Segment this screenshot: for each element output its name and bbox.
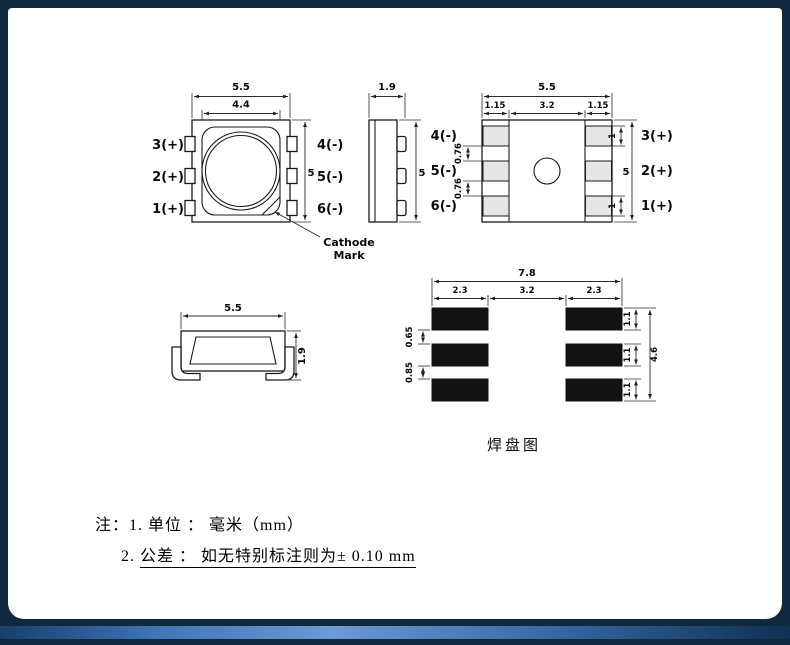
pad [396, 199, 407, 217]
pad [396, 167, 407, 185]
solder-pad [431, 378, 489, 402]
side-view-height-dim: 5 [419, 168, 426, 179]
note-tolerance-number: 2. [121, 548, 140, 565]
pad-layout-pad2-dim: 1.1 [623, 347, 633, 362]
bottom-view-pad-top-dim: 1 [608, 133, 618, 139]
pad-layout-gap-bottom-dim: 0.85 [405, 362, 415, 383]
bottom-view-gap-bottom-dim: 0.76 [454, 178, 464, 199]
cathode-mark-label: Cathode [323, 236, 374, 249]
side-view-body [368, 119, 398, 223]
bottom-view-gap-top-dim: 0.76 [454, 143, 464, 164]
note-tolerance-text: 公差 ： 如无特别标注则为± 0.10 mm [140, 548, 416, 568]
solder-pad [565, 378, 623, 402]
pin-label: 3(+) [152, 138, 184, 153]
pad [585, 125, 612, 147]
pad [482, 125, 510, 147]
pin-label: 3(+) [641, 129, 673, 144]
bottom-accent-bar [0, 626, 790, 639]
pad [286, 135, 298, 153]
pin-label: 5(-) [431, 164, 457, 179]
pad [184, 199, 196, 217]
top-view-lens-inner [204, 134, 278, 208]
top-view-inner-width-dim: 4.4 [232, 100, 250, 111]
pad-layout: 7.8 2.3 3.2 2.3 0.65 0.85 1.1 1.1 [405, 268, 660, 454]
pad [585, 160, 612, 182]
pad [286, 199, 298, 217]
top-view-cathode-chamfer [261, 196, 281, 216]
bottom-view-height-dim: 5 [623, 167, 630, 178]
solder-pad [431, 307, 489, 331]
bottom-view-seg-right-dim: 1.15 [588, 101, 609, 111]
pad-layout-seg-right-dim: 2.3 [586, 286, 601, 296]
profile-inner-cavity [189, 336, 277, 365]
pad-layout-width-dim: 7.8 [518, 268, 536, 279]
solder-pad [565, 307, 623, 331]
pad-layout-pad1-dim: 1.1 [623, 311, 633, 326]
bottom-view-pad-bottom-dim: 1 [608, 203, 618, 209]
pin-label: 1(+) [152, 202, 184, 217]
top-view: 5.5 4.4 5 3(+) 2(+) 1(+) 4(-) 5(-) 6(-) … [152, 82, 375, 262]
solder-pad [431, 343, 489, 367]
bottom-view: 5.5 1.15 3.2 1.15 0.76 0.76 4(-) 5(-) 6(… [431, 82, 673, 223]
bottom-view-width-dim: 5.5 [538, 82, 556, 93]
pad [482, 195, 510, 217]
cathode-mark-label: Mark [333, 249, 365, 262]
pad-layout-height-dim: 4.6 [650, 347, 660, 362]
bottom-view-seg-mid-dim: 3.2 [539, 101, 554, 111]
pin-label: 2(+) [641, 164, 673, 179]
pad [396, 135, 407, 153]
pin-label: 5(-) [317, 170, 343, 185]
package-drawing: 5.5 4.4 5 3(+) 2(+) 1(+) 4(-) 5(-) 6(-) … [152, 82, 673, 454]
pad-layout-pad3-dim: 1.1 [623, 382, 633, 397]
pad-layout-seg-mid-dim: 3.2 [519, 286, 534, 296]
pin-label: 6(-) [317, 202, 343, 217]
lead [265, 346, 295, 381]
side-view-width-dim: 1.9 [378, 82, 396, 93]
pin-label: 6(-) [431, 199, 457, 214]
pad-layout-gap-top-dim: 0.65 [405, 326, 415, 347]
profile-height-dim: 1.9 [297, 347, 308, 365]
top-view-height-dim: 5 [308, 168, 315, 179]
pad-layout-seg-left-dim: 2.3 [452, 286, 467, 296]
note-tolerance: 2. 公差 ： 如无特别标注则为± 0.10 mm [121, 542, 416, 568]
solder-pad [565, 343, 623, 367]
side-view: 1.9 5 [368, 82, 426, 223]
bottom-view-seg-left-dim: 1.15 [485, 101, 506, 111]
pin-label: 4(-) [317, 138, 343, 153]
pin-label: 2(+) [152, 170, 184, 185]
pad [585, 195, 612, 217]
bottom-view-thermal-circle [533, 157, 561, 185]
note-units: 注：1. 单位 ： 毫米（mm） [95, 517, 304, 534]
pin-label: 1(+) [641, 199, 673, 214]
top-view-width-dim: 5.5 [232, 82, 250, 93]
pad [184, 167, 196, 185]
pad [184, 135, 196, 153]
pad [286, 167, 298, 185]
pin-label: 4(-) [431, 129, 457, 144]
lead [171, 346, 201, 381]
pad [482, 160, 510, 182]
top-view-lens-outer [201, 131, 281, 211]
drawing-sheet [8, 8, 782, 619]
profile-width-dim: 5.5 [224, 303, 242, 314]
top-view-package-outline [191, 119, 291, 223]
pad-layout-caption: 焊盘图 [487, 436, 541, 454]
cathode-pointer-line [274, 211, 321, 238]
profile-view: 5.5 1.9 [171, 303, 308, 381]
